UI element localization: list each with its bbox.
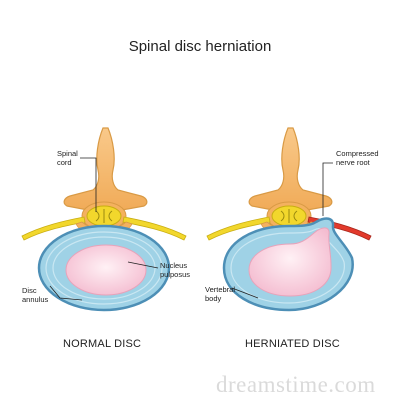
leader-nucleus-pulposus [127, 261, 159, 269]
normal-vertebra [21, 127, 187, 312]
leader-vertebral-body [231, 287, 259, 299]
leader-spinal-cord [80, 157, 97, 212]
caption-normal-disc: NORMAL DISC [63, 338, 142, 350]
normal-nerve-root-left [21, 216, 86, 241]
herniated-nerve-root-left [206, 216, 271, 241]
normal-nucleus-pulposus [65, 244, 147, 296]
page-title: Spinal disc herniation [128, 38, 272, 55]
leader-compressed-nerve-root [322, 162, 333, 216]
herniated-vertebra [206, 127, 372, 312]
normal-annulus-ring-2 [52, 236, 156, 300]
normal-annulus-ring-1 [45, 231, 163, 305]
watermark: dreamstime.com [216, 372, 376, 397]
caption-herniated-disc: HERNIATED DISC [245, 338, 340, 350]
normal-cord-butterfly [95, 209, 113, 223]
leader-lines [49, 157, 333, 301]
herniated-nucleus-pulposus [248, 227, 332, 297]
herniated-cord-butterfly [280, 209, 298, 223]
leader-disc-annulus [49, 285, 83, 301]
normal-nerve-root-right [122, 216, 187, 241]
